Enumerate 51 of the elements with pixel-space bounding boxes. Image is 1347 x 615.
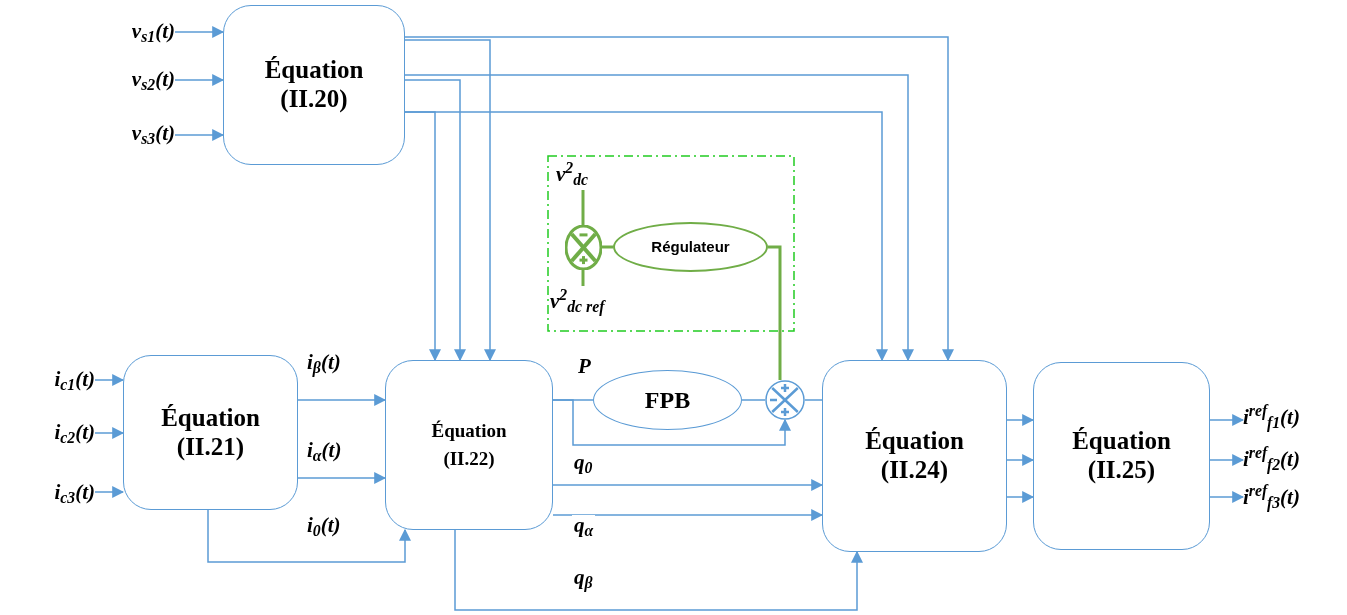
box-title: Régulateur bbox=[651, 236, 730, 257]
connector-arrow bbox=[404, 79, 466, 362]
connector-arrow bbox=[297, 394, 387, 406]
signal-label: i$^{ref}$$_{f2}$(t) bbox=[1243, 442, 1343, 478]
summing-junction bbox=[765, 380, 805, 420]
connector-arrow bbox=[1209, 414, 1245, 426]
edge-label: i$_{0}$(t) bbox=[305, 515, 343, 536]
connector-arrow bbox=[174, 74, 225, 86]
connector-arrow bbox=[552, 509, 824, 521]
box-title: Équation (II.24) bbox=[864, 427, 965, 485]
connector-arrow bbox=[1006, 454, 1035, 466]
connector-arrow bbox=[404, 74, 914, 362]
process-box bbox=[123, 355, 298, 510]
connector-arrow bbox=[552, 479, 824, 491]
edge-label: q$_{α}$ bbox=[572, 515, 596, 536]
box-title: FPB bbox=[644, 386, 691, 415]
signal-label: i$_{c2}$(t) bbox=[30, 417, 95, 449]
connector-arrow bbox=[552, 399, 791, 446]
process-box bbox=[223, 5, 405, 165]
connector-arrow bbox=[404, 36, 954, 362]
box-title: Équation (II.21) bbox=[160, 403, 261, 462]
connector-arrow bbox=[94, 486, 125, 498]
group-frame bbox=[547, 155, 795, 332]
box-title: Équation (II.22) bbox=[430, 418, 508, 471]
connector-arrow bbox=[1006, 414, 1035, 426]
connector-arrow bbox=[454, 529, 863, 611]
signal-label: v$_{s2}$(t) bbox=[105, 66, 175, 94]
connector-arrow bbox=[94, 374, 125, 386]
signal-label: v$_{s3}$(t) bbox=[105, 120, 175, 148]
process-box bbox=[385, 360, 553, 530]
connector-arrow bbox=[1209, 491, 1245, 503]
connector-arrow bbox=[297, 472, 387, 484]
connector-arrow bbox=[404, 39, 496, 362]
connector-arrow bbox=[1006, 491, 1035, 503]
box-title: Équation (II.20) bbox=[263, 56, 365, 114]
signal-label: i$^{ref}$$_{f3}$(t) bbox=[1243, 480, 1343, 516]
process-box bbox=[1033, 362, 1210, 550]
edge-label: i$_{α}$(t) bbox=[305, 440, 344, 461]
connector-arrow bbox=[207, 509, 411, 563]
connector-arrow bbox=[404, 111, 888, 362]
signal-label: i$_{c3}$(t) bbox=[30, 477, 95, 509]
process-box bbox=[822, 360, 1007, 552]
box-title: Équation (II.25) bbox=[1071, 427, 1172, 485]
connector-arrow bbox=[174, 129, 225, 141]
signal-label: i$^{ref}$$_{f1}$(t) bbox=[1243, 400, 1343, 436]
connector-arrow bbox=[94, 427, 125, 439]
connector-arrow bbox=[1209, 454, 1245, 466]
summing-junction bbox=[565, 225, 602, 270]
signal-label: v$_{s1}$(t) bbox=[105, 18, 175, 46]
signal-label: i$_{c1}$(t) bbox=[30, 364, 95, 396]
connector-arrow bbox=[174, 26, 225, 38]
